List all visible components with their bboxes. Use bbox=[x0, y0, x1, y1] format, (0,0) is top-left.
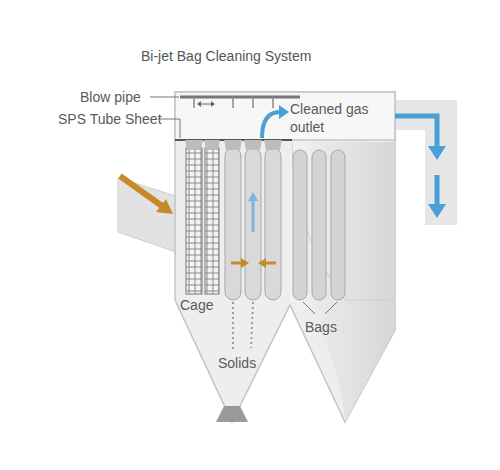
inlet-arrow bbox=[120, 176, 162, 206]
bag-collar bbox=[224, 140, 242, 150]
bag-collar bbox=[244, 140, 262, 150]
leader-line bbox=[325, 302, 337, 314]
leader-line bbox=[303, 302, 315, 314]
dust-arrow bbox=[265, 262, 276, 265]
leader-line bbox=[150, 97, 179, 98]
arrow-head bbox=[156, 199, 173, 214]
arrow-head bbox=[211, 101, 215, 107]
gas-flow-arrow bbox=[252, 200, 255, 232]
nozzle bbox=[272, 97, 274, 108]
dust-arrow bbox=[231, 262, 242, 265]
part-label: Solids bbox=[218, 354, 278, 372]
nozzle bbox=[193, 97, 195, 108]
plenum bbox=[175, 92, 395, 140]
housing bbox=[175, 92, 395, 422]
bag bbox=[331, 150, 345, 300]
outlet-arrow bbox=[435, 175, 440, 206]
part-label: Cleaned gas outlet bbox=[290, 100, 385, 136]
outlet-arrow bbox=[395, 116, 437, 148]
bag bbox=[225, 148, 241, 300]
arrow-head bbox=[241, 258, 249, 268]
part-label: Bi-jet Bag Cleaning System bbox=[141, 47, 371, 65]
part-label: Blow pipe bbox=[80, 88, 155, 106]
arrow-head bbox=[258, 258, 266, 268]
part-label: SPS Tube Sheet bbox=[58, 110, 163, 128]
bag-collar bbox=[264, 140, 282, 150]
bag bbox=[312, 150, 326, 300]
arrow-head bbox=[279, 105, 289, 119]
falling-solids bbox=[232, 302, 234, 352]
part-label: Bags bbox=[305, 318, 355, 336]
bag bbox=[293, 150, 307, 300]
outlet-duct bbox=[425, 100, 457, 225]
solids-pile bbox=[216, 406, 248, 422]
falling-solids bbox=[251, 302, 253, 348]
inlet-duct bbox=[118, 178, 176, 252]
nozzle bbox=[252, 97, 254, 108]
bag bbox=[265, 148, 281, 300]
arrow-head bbox=[197, 101, 201, 107]
bag-collar bbox=[204, 140, 220, 150]
housing-wall bbox=[290, 142, 395, 422]
cage bbox=[186, 148, 202, 294]
bag-collar bbox=[185, 140, 203, 150]
arrow-head bbox=[428, 204, 446, 218]
bijet-arrow bbox=[199, 104, 213, 105]
nozzle bbox=[232, 97, 234, 108]
bag bbox=[245, 148, 261, 300]
arrow-head bbox=[248, 192, 258, 201]
housing-curve bbox=[292, 142, 395, 300]
part-label: Cage bbox=[180, 296, 230, 314]
arrow-head bbox=[428, 146, 446, 160]
clean-gas-arrow bbox=[262, 112, 280, 138]
cage bbox=[205, 148, 219, 294]
blow-pipe bbox=[180, 96, 300, 99]
